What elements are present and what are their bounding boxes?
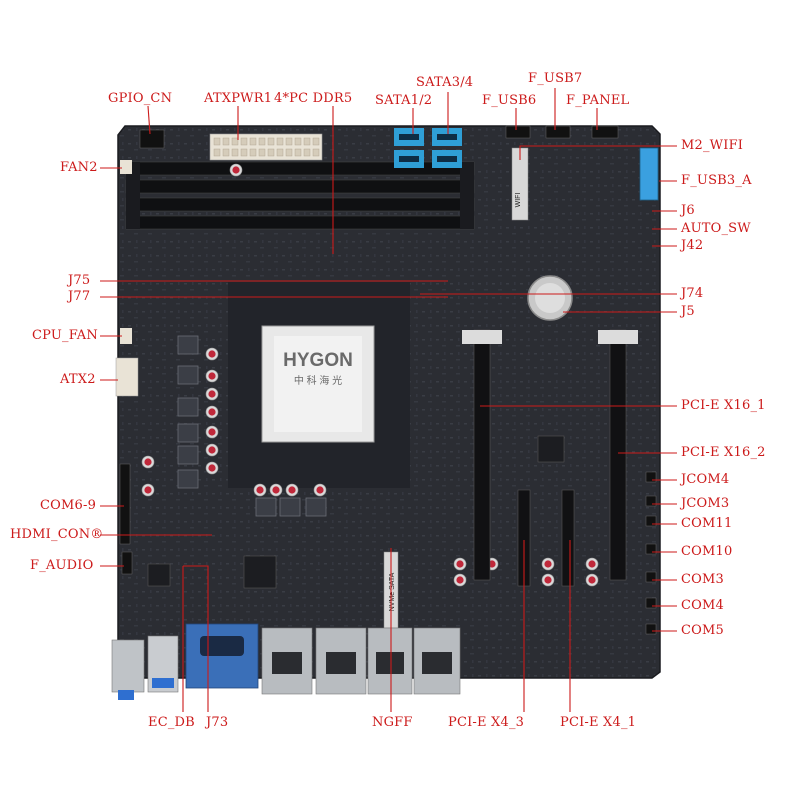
capacitor — [253, 483, 267, 497]
sata-ports — [394, 128, 462, 168]
capacitor — [585, 573, 599, 587]
cpu-fan-header — [120, 328, 132, 344]
capacitor — [453, 573, 467, 587]
label-pcie-x16-1: PCI-E X16_1 — [681, 398, 766, 413]
label-pcie-x4-1: PCI-E X4_1 — [560, 715, 637, 730]
label-f-usb7: F_USB7 — [528, 71, 583, 86]
chip — [243, 555, 277, 589]
label-com4: COM4 — [681, 598, 724, 613]
capacitor — [205, 405, 219, 419]
label-f-panel: F_PANEL — [566, 93, 630, 108]
capacitor — [269, 483, 283, 497]
choke — [279, 497, 301, 517]
pin-header — [645, 495, 657, 507]
label-auto-sw: AUTO_SW — [681, 221, 751, 236]
chip — [537, 435, 565, 463]
label-f-usb6: F_USB6 — [482, 93, 537, 108]
capacitor — [205, 347, 219, 361]
choke — [255, 497, 277, 517]
choke — [177, 335, 199, 355]
pin-header — [645, 471, 657, 483]
capacitor — [205, 461, 219, 475]
wifi-silk-text: WIFI — [515, 193, 522, 208]
label-sata34: SATA3/4 — [416, 75, 474, 90]
label-pcie-x4-3: PCI-E X4_3 — [448, 715, 525, 730]
capacitor — [141, 483, 155, 497]
ngff-silk-text: NVMe SATA — [389, 572, 396, 611]
choke — [177, 423, 199, 443]
capacitors — [141, 163, 599, 587]
cpu-brand-text: HYGON — [283, 350, 353, 371]
rear-io — [111, 623, 461, 700]
capacitor — [453, 557, 467, 571]
f-audio-header — [121, 551, 133, 575]
label-sata12: SATA1/2 — [375, 93, 433, 108]
ddr5-slots — [125, 161, 475, 230]
pin-header — [645, 515, 657, 527]
pin-header — [645, 623, 657, 635]
label-com5: COM5 — [681, 623, 724, 638]
label-atxpwr1: ATXPWR1 — [204, 91, 273, 106]
label-j73: J73 — [206, 715, 229, 730]
label-hdmi-con: HDMI_CON® — [10, 527, 104, 542]
capacitor — [205, 369, 219, 383]
pin-header — [645, 543, 657, 555]
choke — [177, 397, 199, 417]
label-j77: J77 — [68, 289, 91, 304]
label-jcom4: JCOM4 — [681, 472, 730, 487]
cmos-battery — [527, 275, 573, 321]
label-f-audio: F_AUDIO — [30, 558, 94, 573]
pcie-slots — [462, 329, 638, 587]
atx2-connector — [115, 357, 139, 397]
label-j75: J75 — [68, 273, 91, 288]
f-usb3-header — [639, 147, 659, 201]
atx24-connector — [209, 133, 323, 161]
label-gpio-cn: GPIO_CN — [108, 91, 173, 106]
com6-9-header — [119, 463, 131, 545]
label-m2-wifi: M2_WIFI — [681, 138, 744, 153]
power-chokes — [177, 335, 327, 517]
choke — [177, 445, 199, 465]
pin-header — [645, 571, 657, 583]
capacitor — [585, 557, 599, 571]
label-com11: COM11 — [681, 516, 733, 531]
label-atx2: ATX2 — [60, 372, 96, 387]
cpu-brand-cn-text: 中 科 海 光 — [294, 374, 342, 387]
capacitor — [541, 573, 555, 587]
label-ec-db: EC_DB — [148, 715, 195, 730]
label-com3: COM3 — [681, 572, 724, 587]
label-j6: J6 — [681, 203, 695, 218]
label-j42: J42 — [681, 238, 704, 253]
choke — [305, 497, 327, 517]
choke — [177, 365, 199, 385]
pin-headers-top — [120, 125, 619, 174]
capacitor — [205, 387, 219, 401]
capacitor — [541, 557, 555, 571]
label-fan2: FAN2 — [60, 160, 98, 175]
capacitor — [313, 483, 327, 497]
label-ngff: NGFF — [372, 715, 413, 730]
capacitor — [141, 455, 155, 469]
label-com10: COM10 — [681, 544, 733, 559]
pin-header — [645, 597, 657, 609]
label-jcom3: JCOM3 — [681, 496, 730, 511]
label-ddr5: 4*PC DDR5 — [274, 91, 353, 106]
label-j5: J5 — [681, 304, 695, 319]
label-cpu-fan: CPU_FAN — [32, 328, 98, 343]
chip — [147, 563, 171, 587]
label-com6-9: COM6-9 — [40, 498, 97, 513]
choke — [177, 469, 199, 489]
callout-lines — [100, 88, 677, 712]
com-headers — [645, 471, 657, 635]
capacitor — [285, 483, 299, 497]
capacitor — [205, 443, 219, 457]
capacitor — [205, 425, 219, 439]
capacitor — [229, 163, 243, 177]
label-pcie-x16-2: PCI-E X16_2 — [681, 445, 766, 460]
label-j74: J74 — [681, 286, 704, 301]
cpu-package — [261, 325, 375, 443]
label-f-usb3-a: F_USB3_A — [681, 173, 752, 188]
